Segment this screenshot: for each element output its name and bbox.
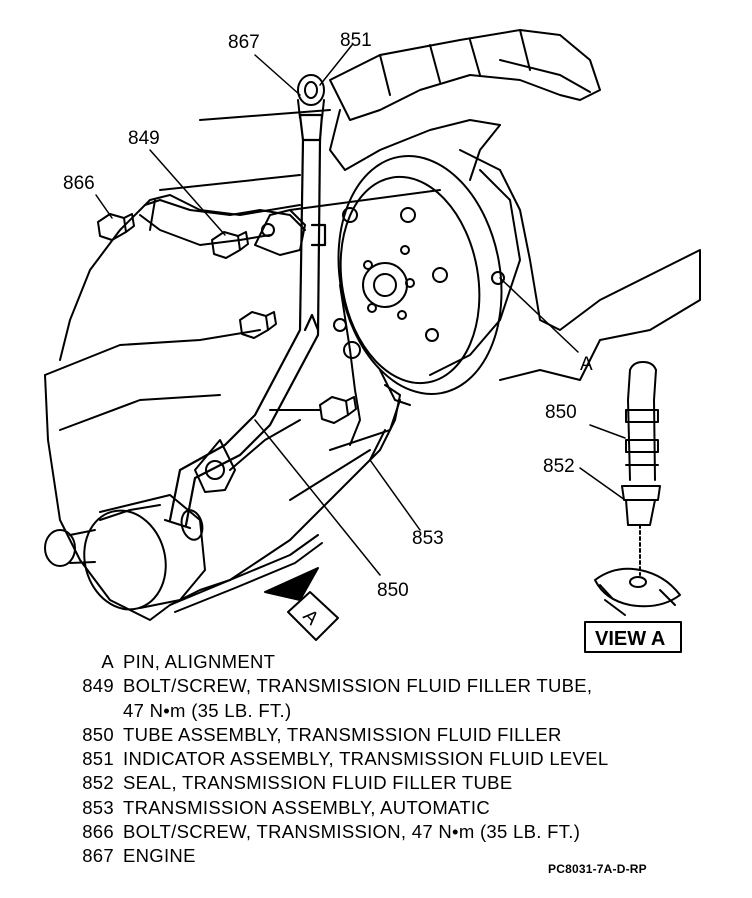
transmission-housing [44, 194, 411, 621]
callout-867: 867 [228, 32, 260, 53]
callout-853: 853 [412, 528, 444, 549]
legend-row: 866 BOLT/SCREW, TRANSMISSION, 47 N•m (35 … [60, 820, 730, 844]
legend-row: 853 TRANSMISSION ASSEMBLY, AUTOMATIC [60, 796, 730, 820]
legend-description: TRANSMISSION ASSEMBLY, AUTOMATIC [123, 796, 491, 818]
legend-row: 852 SEAL, TRANSMISSION FLUID FILLER TUBE [60, 771, 730, 795]
legend-row: A PIN, ALIGNMENT [60, 650, 730, 674]
callout-852: 852 [543, 456, 575, 477]
figure-code: PC8031-7A-D-RP [548, 862, 647, 876]
flexplate [333, 155, 521, 395]
legend-description: BOLT/SCREW, TRANSMISSION, 47 N•m (35 LB.… [123, 821, 581, 843]
callout-849: 849 [128, 128, 160, 149]
legend-key: 853 [82, 796, 114, 818]
legend-description: SEAL, TRANSMISSION FLUID FILLER TUBE [123, 772, 513, 794]
leader-lines [95, 44, 626, 576]
view-a-inset [594, 361, 681, 616]
legend-key: A [101, 651, 114, 672]
callout-850-view: 850 [545, 402, 577, 423]
callout-851: 851 [340, 30, 372, 51]
filler-tube [163, 113, 327, 530]
legend-row: 850 TUBE ASSEMBLY, TRANSMISSION FLUID FIL… [60, 723, 730, 747]
bolt-849 [211, 231, 249, 259]
legend-key: 866 [82, 821, 114, 843]
bolt-transmission [239, 271, 505, 424]
view-arrow [264, 567, 339, 641]
legend-description: TUBE ASSEMBLY, TRANSMISSION FLUID FILLER [123, 723, 562, 745]
legend-row: 851 INDICATOR ASSEMBLY, TRANSMISSION FLUI… [60, 747, 730, 771]
callout-a: A [580, 354, 593, 375]
callout-866: 866 [63, 173, 95, 194]
legend-key: 867 [82, 845, 114, 867]
legend-key: 850 [82, 723, 114, 745]
legend-description: PIN, ALIGNMENT [123, 651, 276, 672]
legend-description: ENGINE [123, 845, 196, 867]
legend-row: 849 BOLT/SCREW, TRANSMISSION FLUID FILLER… [60, 674, 730, 698]
view-a-box [584, 621, 682, 653]
legend-row: 867 ENGINE [60, 844, 730, 868]
view-a-label: VIEW A [595, 628, 665, 650]
legend-description: INDICATOR ASSEMBLY, TRANSMISSION FLUID L… [123, 748, 609, 770]
legend-key: 852 [82, 772, 114, 794]
callout-850: 850 [377, 580, 409, 601]
cylinder-part [44, 494, 206, 611]
legend-continuation: 47 N•m (35 LB. FT.) [123, 699, 292, 721]
dipstick-indicator [297, 74, 325, 119]
legend-key: 849 [82, 675, 114, 697]
bracket [139, 199, 306, 246]
legend-key: 851 [82, 748, 114, 770]
legend-description: BOLT/SCREW, TRANSMISSION FLUID FILLER TU… [123, 675, 593, 697]
